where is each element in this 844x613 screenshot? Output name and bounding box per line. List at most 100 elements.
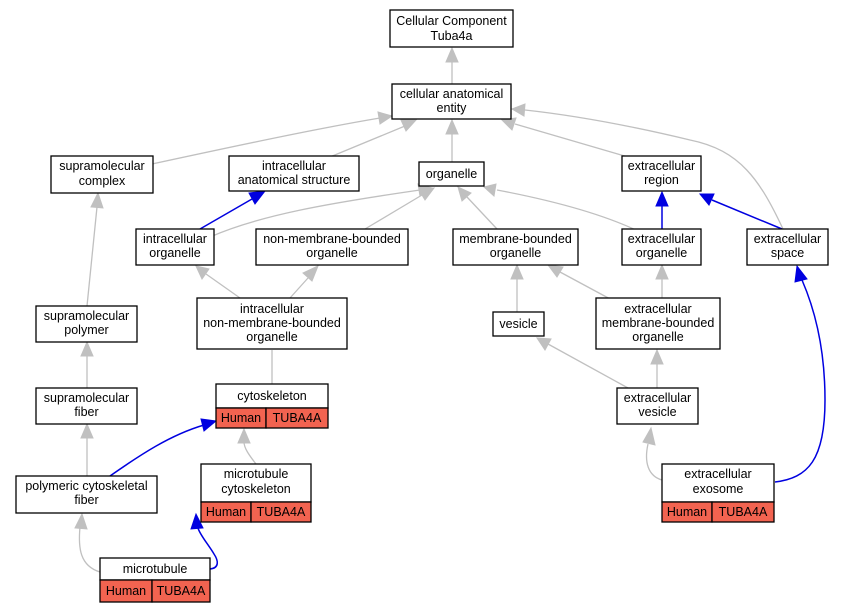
node-label: entity bbox=[437, 101, 468, 115]
edge-arrow bbox=[80, 422, 94, 439]
node-label: non-membrane-bounded bbox=[203, 316, 341, 330]
node-label: fiber bbox=[74, 493, 98, 507]
edge-exregion-cae bbox=[514, 123, 629, 158]
node-label: Tuba4a bbox=[431, 29, 473, 43]
edge-ias-cae bbox=[329, 125, 406, 158]
node-label: extracellular bbox=[628, 159, 695, 173]
edge-microtubule-mtcyto[interactable] bbox=[197, 527, 218, 570]
node-label: intracellular bbox=[240, 302, 304, 316]
edge-supcomplex-cae bbox=[151, 117, 381, 165]
node-label: supramolecular bbox=[59, 159, 144, 173]
node-intracellular-organelle[interactable]: intracellular organelle bbox=[135, 228, 215, 266]
edge-arrow bbox=[642, 426, 656, 446]
edge-arrow bbox=[655, 263, 669, 280]
node-extracellular-space[interactable]: extracellular space bbox=[746, 228, 829, 266]
edge-exspace-cae bbox=[524, 109, 784, 230]
node-label: fiber bbox=[74, 405, 98, 419]
node-extracellular-exosome[interactable]: extracellular exosome Human TUBA4A bbox=[661, 463, 775, 523]
edge-arrow bbox=[248, 190, 267, 205]
node-label: Cellular Component bbox=[396, 14, 507, 28]
edge-nmbo-organelle bbox=[364, 194, 423, 230]
species-tag-label: Human bbox=[667, 505, 707, 519]
edge-arrow bbox=[445, 46, 459, 63]
node-label: cellular anatomical bbox=[400, 87, 504, 101]
edge-arrow bbox=[698, 193, 715, 206]
gene-tag-label: TUBA4A bbox=[157, 584, 206, 598]
node-polymeric-cytoskeletal-fiber[interactable]: polymeric cytoskeletal fiber bbox=[15, 475, 158, 514]
edge-arrow bbox=[80, 340, 94, 357]
node-intracellular-non-membrane-bounded-organelle[interactable]: intracellular non-membrane-bounded organ… bbox=[196, 297, 348, 350]
node-membrane-bounded-organelle[interactable]: membrane-bounded organelle bbox=[452, 228, 579, 266]
edge-arrow bbox=[457, 186, 472, 202]
node-extracellular-vesicle[interactable]: extracellular vesicle bbox=[616, 387, 699, 425]
node-label: extracellular bbox=[624, 302, 691, 316]
edge-arrow bbox=[195, 265, 210, 280]
edge-inmbo-intraorg bbox=[205, 273, 241, 299]
edge-arrow bbox=[510, 103, 526, 117]
gene-tag bbox=[265, 407, 329, 429]
edge-arrow bbox=[418, 187, 436, 201]
node-label: extracellular bbox=[754, 232, 821, 246]
gene-tag bbox=[250, 501, 312, 523]
edge-exosome-exspace[interactable] bbox=[774, 279, 826, 483]
edge-arrow bbox=[655, 190, 669, 207]
node-microtubule[interactable]: microtubule Human TUBA4A bbox=[99, 557, 211, 603]
edge-arrow bbox=[536, 337, 552, 351]
node-cellular-anatomical-entity[interactable]: cellular anatomical entity bbox=[391, 83, 512, 120]
node-vesicle[interactable]: vesicle bbox=[492, 311, 545, 337]
node-label: intracellular bbox=[262, 159, 326, 173]
node-label: supramolecular bbox=[44, 309, 129, 323]
edge-arrow bbox=[445, 118, 459, 135]
node-extracellular-organelle[interactable]: extracellular organelle bbox=[621, 228, 702, 266]
node-cellular-component[interactable]: Cellular Component Tuba4a bbox=[389, 9, 514, 48]
node-label: vesicle bbox=[499, 317, 537, 331]
edge-arrow bbox=[302, 265, 319, 282]
node-non-membrane-bounded-organelle[interactable]: non-membrane-bounded organelle bbox=[255, 228, 409, 266]
edge-exosome-exvesicle bbox=[645, 443, 663, 481]
edge-arrow bbox=[794, 264, 808, 283]
node-label: organelle bbox=[490, 246, 541, 260]
edge-arrow bbox=[90, 191, 104, 209]
edge-arrow bbox=[200, 418, 218, 432]
node-intracellular-anatomical-structure[interactable]: intracellular anatomical structure bbox=[228, 155, 360, 192]
gene-tag-label: TUBA4A bbox=[273, 411, 322, 425]
edge-arrow bbox=[74, 512, 88, 530]
edge-exorg-organelle bbox=[496, 189, 639, 232]
node-extracellular-membrane-bounded-organelle[interactable]: extracellular membrane-bounded organelle bbox=[595, 297, 721, 350]
node-supramolecular-complex[interactable]: supramolecular complex bbox=[50, 155, 154, 194]
edge-arrow bbox=[377, 111, 394, 125]
node-organelle[interactable]: organelle bbox=[418, 161, 485, 187]
gene-tag-label: TUBA4A bbox=[719, 505, 768, 519]
node-cytoskeleton[interactable]: cytoskeleton Human TUBA4A bbox=[215, 383, 329, 429]
species-tag-label: Human bbox=[206, 505, 246, 519]
edge-arrow bbox=[546, 264, 564, 278]
node-label: organelle bbox=[426, 167, 477, 181]
node-label: non-membrane-bounded bbox=[263, 232, 401, 246]
node-label: organelle bbox=[636, 246, 687, 260]
edge-mbo-organelle bbox=[466, 196, 498, 230]
node-label: organelle bbox=[149, 246, 200, 260]
edge-exspace-exregion[interactable] bbox=[711, 199, 783, 230]
edge-arrow bbox=[650, 348, 664, 365]
node-microtubule-cytoskeleton[interactable]: microtubule cytoskeleton Human TUBA4A bbox=[200, 463, 312, 523]
node-label: exosome bbox=[693, 482, 744, 496]
edge-exvesicle-vesicle bbox=[547, 343, 629, 389]
node-extracellular-region[interactable]: extracellular region bbox=[621, 155, 702, 192]
edge-inmbo-nmbo bbox=[289, 277, 309, 299]
edge-suppolymer-supcomplex bbox=[86, 206, 98, 307]
node-label: polymeric cytoskeletal bbox=[25, 479, 147, 493]
node-label: intracellular bbox=[143, 232, 207, 246]
edge-microtubule-pcf bbox=[78, 526, 101, 573]
node-label: complex bbox=[79, 174, 126, 188]
edge-arrow bbox=[190, 512, 204, 530]
node-supramolecular-fiber[interactable]: supramolecular fiber bbox=[35, 387, 138, 425]
node-label: microtubule bbox=[123, 562, 188, 576]
node-label: supramolecular bbox=[44, 391, 129, 405]
gene-tag bbox=[151, 579, 211, 603]
edge-pcf-cytoskeleton[interactable] bbox=[109, 424, 205, 477]
edge-mtcyto-cytoskeleton bbox=[243, 441, 257, 465]
species-tag-label: Human bbox=[106, 584, 146, 598]
edge-intraorg-ias[interactable] bbox=[199, 198, 253, 230]
node-supramolecular-polymer[interactable]: supramolecular polymer bbox=[35, 305, 138, 343]
